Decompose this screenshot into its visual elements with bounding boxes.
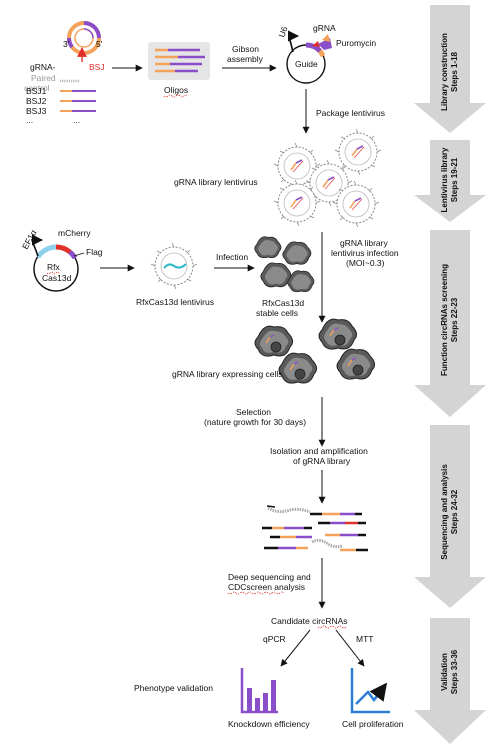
- puromycin-label: Puromycin: [336, 38, 376, 48]
- stage-title-2: Lentivirus library: [440, 147, 449, 212]
- five-prime-label: 5': [96, 39, 103, 49]
- selection-label-1: Selection: [236, 407, 271, 417]
- u6-label: U6: [276, 25, 289, 39]
- grna-plasmid-label: gRNA: [313, 23, 336, 33]
- gibson-label-1: Gibson: [232, 44, 259, 54]
- stable-cells-label-1: RfxCas13d: [262, 298, 304, 308]
- stage-title-5: Validation: [440, 653, 449, 691]
- knockdown-bar-icon: [240, 668, 278, 714]
- stage-arrow-library-construction: [414, 5, 486, 133]
- bsj3-label: BSJ3: [26, 106, 47, 116]
- phenotype-validation-label: Phenotype validation: [134, 683, 213, 693]
- isolation-label-1: Isolation and amplification: [270, 446, 368, 456]
- library-infection-label-3: (MOI~0.3): [346, 258, 385, 268]
- knockdown-label: Knockdown efficiency: [228, 719, 310, 729]
- proliferation-label: Cell proliferation: [342, 719, 404, 729]
- candidate-label: Candidate circRNAs: [271, 616, 348, 626]
- stage-steps-4: Steps 24-32: [450, 489, 459, 534]
- stage-steps-1: Steps 1-18: [450, 51, 459, 92]
- library-infection-label-2: lentivirus infection: [331, 248, 399, 258]
- mtt-label: MTT: [356, 634, 373, 644]
- mcherry-label: mCherry: [58, 228, 91, 238]
- deep-sequencing-label-2: CDCscreen analysis: [228, 582, 305, 592]
- arrow-mtt: [335, 629, 365, 667]
- rfx-label: Rfx: [47, 262, 61, 272]
- isolation-label-2: of gRNA library: [293, 456, 351, 466]
- stage-arrow-lentivirus-library: [414, 140, 486, 222]
- package-label: Package lentivirus: [316, 108, 385, 118]
- arrow-qpcr: [280, 629, 311, 667]
- circrna-icon: [67, 21, 101, 62]
- cas13d-label: Cas13d: [42, 273, 72, 283]
- bsj1-label: BSJ1: [26, 86, 47, 96]
- flag-label: Flag: [86, 247, 103, 257]
- paired-control-label-1: Paired: [31, 73, 56, 83]
- stage-arrow-validation: [414, 618, 486, 744]
- stage-title-4: Sequencing and analysis: [440, 464, 449, 560]
- grna-prefix-label: gRNA-: [30, 62, 56, 72]
- rfx-lentivirus-label: RfxCas13d lentivirus: [136, 297, 214, 307]
- bsj-label: BSJ: [89, 62, 105, 72]
- oligos-box: [148, 42, 210, 80]
- stage-title-1: Library construction: [440, 33, 449, 111]
- lentivirus-cluster: [274, 129, 381, 227]
- bsj2-label: BSJ2: [26, 96, 47, 106]
- rfx-lentivirus: [150, 242, 198, 290]
- stage-arrow-screening: [414, 230, 486, 417]
- lines-ellipsis-label: ...: [73, 115, 80, 125]
- infection-label: Infection: [216, 252, 248, 262]
- gibson-label-2: assembly: [227, 54, 264, 64]
- rfx-plasmid: [30, 234, 85, 292]
- stage-steps-5: Steps 33-36: [450, 649, 459, 694]
- stage-steps-2: Steps 19-21: [450, 157, 459, 202]
- stage-arrow-sequencing: [414, 425, 486, 608]
- oligos-label: Oligos: [164, 85, 188, 95]
- sequencing-reads: [262, 505, 368, 552]
- qpcr-label: qPCR: [263, 634, 286, 644]
- paired-control-label-2: control: [24, 83, 50, 93]
- selection-label-2: (nature growth for 30 days): [204, 417, 306, 427]
- stage-title-3: Function circRNAs screening: [440, 264, 449, 376]
- guide-label: Guide: [295, 59, 318, 69]
- three-prime-label: 3': [63, 39, 70, 49]
- library-infection-label-1: gRNA library: [340, 238, 388, 248]
- stage-arrows: Library construction Steps 1-18 Lentivir…: [414, 5, 486, 744]
- guide-plasmid: [286, 30, 332, 84]
- grna-list-lines: [60, 79, 96, 112]
- bsj-ellipsis-label: ...: [26, 115, 33, 125]
- expressing-cells-label: gRNA library expressing cells: [172, 369, 283, 379]
- stable-cells-label-2: stable cells: [256, 308, 298, 318]
- proliferation-line-icon: [350, 668, 390, 714]
- stable-cells: [254, 236, 315, 293]
- deep-sequencing-label-1: Deep sequencing and: [228, 572, 311, 582]
- stage-steps-3: Steps 22-23: [450, 297, 459, 342]
- grna-library-lentivirus-label: gRNA library lentivirus: [174, 177, 258, 187]
